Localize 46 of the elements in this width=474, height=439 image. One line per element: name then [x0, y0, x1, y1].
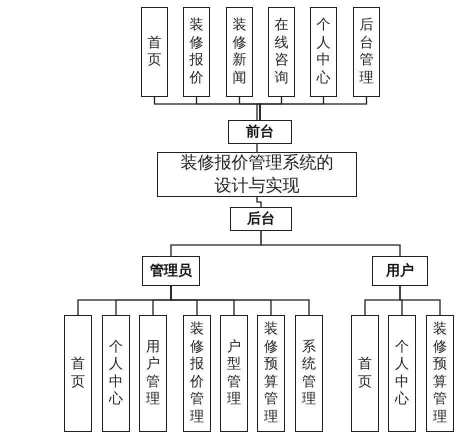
- connector-line: [399, 286, 441, 315]
- role-box: [142, 256, 200, 286]
- connector-line: [260, 231, 401, 256]
- connector-line: [256, 197, 262, 207]
- module-label: 个人中心: [316, 17, 330, 87]
- module-box: [353, 7, 380, 97]
- module-box: [220, 315, 248, 432]
- module-label: 个人中心: [395, 338, 409, 408]
- role-box: [372, 256, 428, 286]
- module-box: [183, 315, 211, 432]
- module-box: [141, 7, 168, 97]
- module-label: 后台管理: [360, 17, 374, 87]
- module-label: 装修报价管理: [190, 321, 204, 426]
- module-box: [351, 315, 379, 432]
- module-box: [226, 7, 253, 97]
- module-box: [268, 7, 295, 97]
- connector-line: [170, 286, 310, 315]
- module-box: [388, 315, 416, 432]
- module-label: 装修新闻: [232, 17, 246, 87]
- module-label: 系统管理: [302, 338, 316, 408]
- module-label: 首页: [148, 34, 162, 70]
- role-box: [230, 207, 292, 231]
- system-title: 装修报价管理系统的设计与实现: [180, 152, 334, 197]
- role-label: 前台: [246, 123, 274, 141]
- role-label: 管理员: [150, 262, 192, 280]
- module-label: 装修预算管理: [264, 321, 278, 426]
- module-box: [310, 7, 337, 97]
- module-label: 首页: [71, 356, 85, 391]
- system-title-box: [157, 152, 357, 197]
- module-box: [257, 315, 285, 432]
- module-box: [102, 315, 130, 432]
- module-label: 首页: [358, 356, 372, 391]
- module-label: 在线咨询: [274, 17, 288, 87]
- role-label: 用户: [386, 262, 414, 280]
- role-box: [228, 120, 292, 144]
- module-box: [64, 315, 92, 432]
- module-box: [295, 315, 323, 432]
- module-box: [426, 315, 454, 432]
- module-label: 装修报价: [190, 17, 204, 87]
- module-label: 户型管理: [227, 338, 241, 408]
- module-box: [139, 315, 167, 432]
- module-box: [183, 7, 210, 97]
- role-label: 后台: [247, 210, 275, 228]
- module-label: 个人中心: [109, 338, 123, 408]
- module-label: 用户管理: [146, 338, 160, 408]
- module-label: 装修预算管理: [433, 321, 447, 426]
